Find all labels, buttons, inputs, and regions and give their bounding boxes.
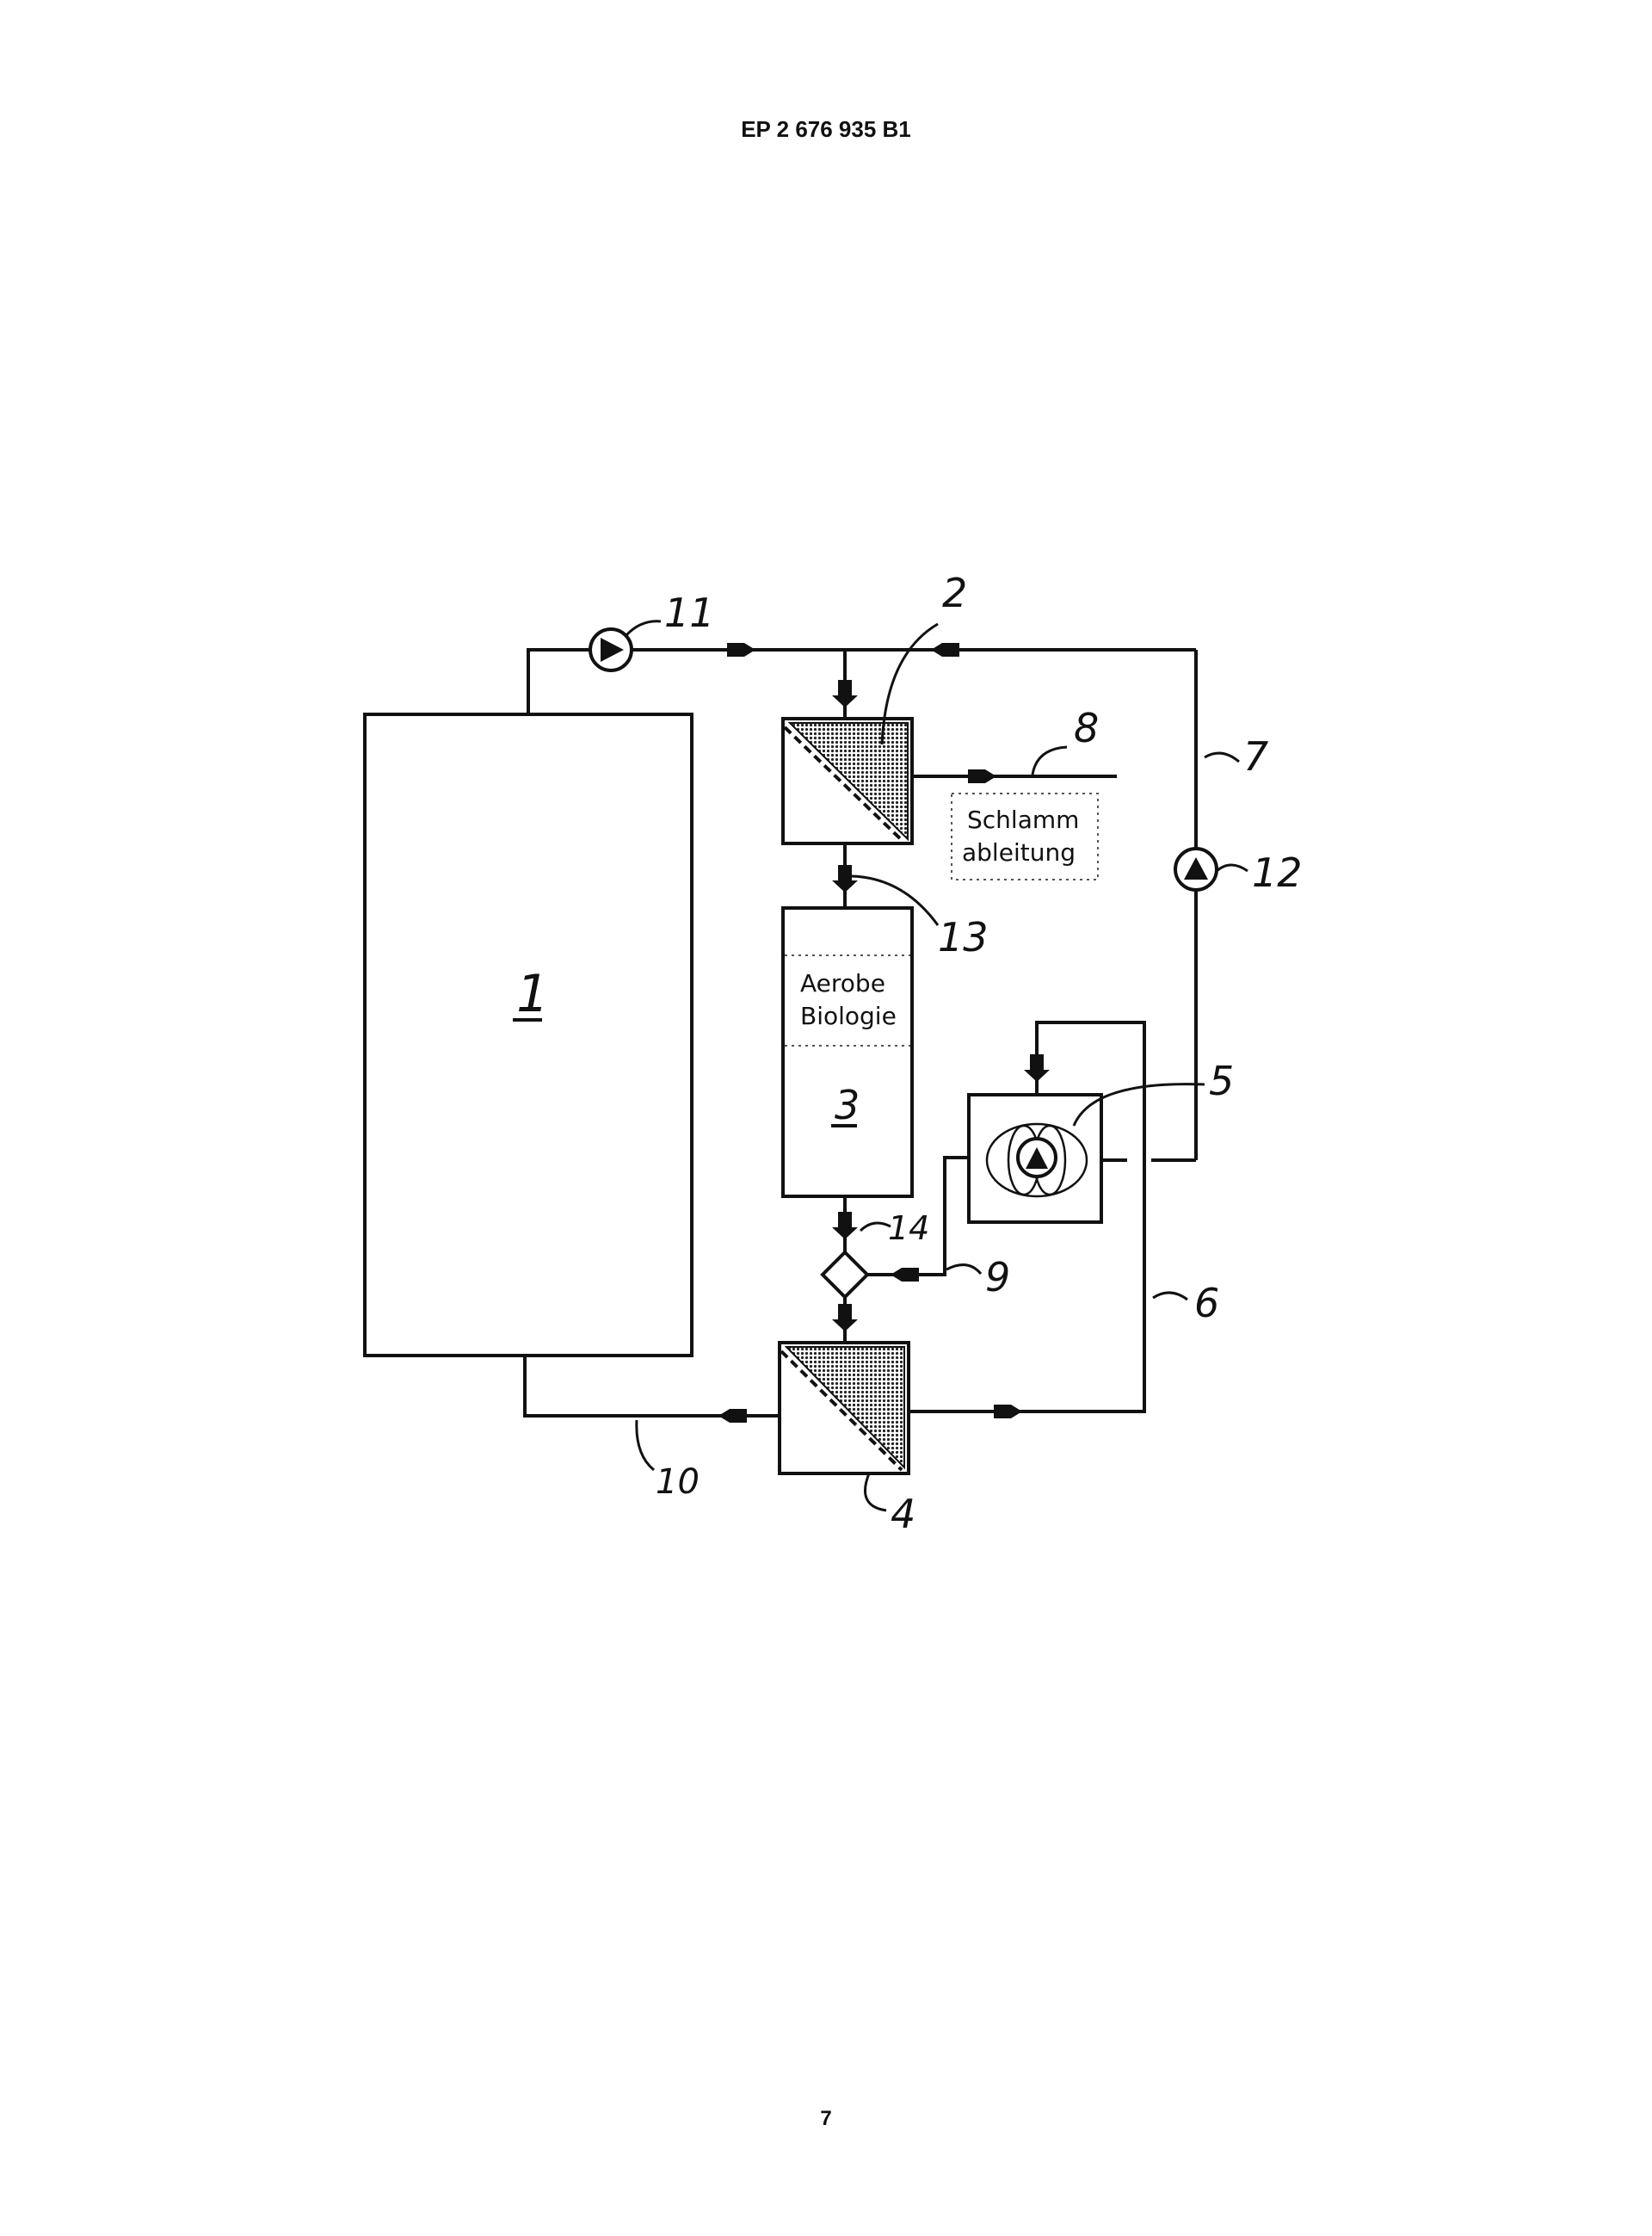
- ref-11: 11: [664, 590, 715, 636]
- leader-12: [1216, 863, 1248, 873]
- page-header: EP 2 676 935 B1: [741, 116, 911, 142]
- aerobic-label-1: Aerobe: [800, 969, 885, 998]
- leader-11: [625, 620, 662, 637]
- label-1: 1: [516, 964, 549, 1024]
- leader-13: [851, 874, 940, 926]
- leader-4: [864, 1473, 887, 1512]
- aerobic-tank-3: [781, 906, 914, 1198]
- ref-4: 4: [891, 1491, 915, 1537]
- arrow-down-into-4: [832, 1304, 858, 1331]
- ref-2: 2: [942, 570, 967, 616]
- leader-2: [880, 622, 939, 745]
- ref-6: 6: [1194, 1280, 1219, 1326]
- arrow-right-6: [994, 1405, 1022, 1418]
- leader-5: [1072, 1083, 1205, 1127]
- leader-10: [635, 1419, 655, 1472]
- leader-14: [859, 1221, 891, 1232]
- line-10: [523, 1356, 780, 1418]
- arrow-right-top: [727, 643, 755, 657]
- sludge-label-2: ableitung: [962, 838, 1076, 867]
- pump-11: [589, 627, 633, 672]
- ref-8: 8: [1074, 705, 1099, 751]
- separator-4: [778, 1341, 910, 1475]
- page-number: 7: [820, 2107, 832, 2130]
- top-supply-line: [527, 648, 1196, 714]
- arrow-down-into-2: [832, 680, 858, 707]
- leader-9: [946, 1263, 983, 1276]
- ref-14: 14: [888, 1209, 929, 1247]
- unit-5: [967, 1093, 1103, 1224]
- pump-5: [1016, 1137, 1057, 1178]
- arrow-down-14: [832, 1212, 858, 1239]
- arrow-down-into-5: [1024, 1054, 1050, 1082]
- sludge-annotation-box: [951, 793, 1099, 880]
- leader-7: [1204, 751, 1240, 763]
- leader-8: [1031, 745, 1068, 775]
- mixing-valve: [820, 1250, 870, 1300]
- line-6: [909, 1021, 1146, 1413]
- field-line-outer: [985, 1122, 1088, 1198]
- arrow-left-10: [718, 1409, 747, 1423]
- ref-7: 7: [1243, 733, 1268, 780]
- arrow-left-top: [931, 643, 959, 657]
- ref-12: 12: [1252, 849, 1303, 896]
- aerobic-label-2: Biologie: [800, 1002, 897, 1030]
- arrow-right-8: [968, 769, 996, 783]
- sludge-label-1: Schlamm: [967, 806, 1079, 834]
- separator-2-membrane: [787, 722, 909, 842]
- separator-2: [781, 717, 914, 845]
- pump-12: [1174, 847, 1218, 892]
- ref-13: 13: [938, 914, 989, 960]
- tank-1: [363, 713, 693, 1357]
- leader-6: [1152, 1291, 1188, 1301]
- label-3: 3: [835, 1082, 860, 1128]
- ref-10: 10: [656, 1462, 700, 1502]
- ref-5: 5: [1209, 1058, 1234, 1104]
- ref-9: 9: [985, 1254, 1010, 1300]
- separator-4-membrane: [784, 1346, 905, 1470]
- arrow-left-9: [891, 1268, 919, 1282]
- arrow-down-13: [832, 865, 858, 893]
